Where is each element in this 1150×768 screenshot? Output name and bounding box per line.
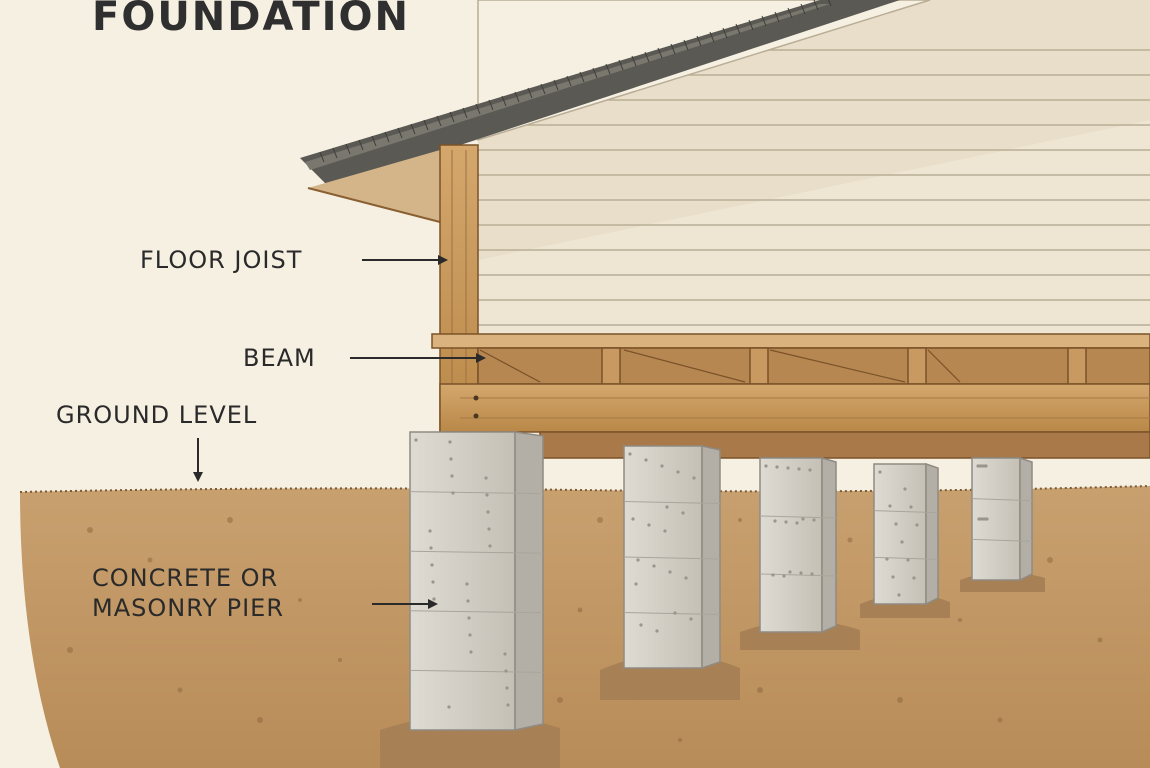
label-floor-joist-text: FLOOR JOIST [140, 246, 303, 274]
label-pier-line-2: MASONRY PIER [92, 594, 285, 622]
label-beam: BEAM [243, 343, 316, 373]
roof [300, 0, 900, 223]
beam [439, 383, 1150, 459]
concrete-piers [409, 431, 1033, 731]
label-ground-level: GROUND LEVEL [56, 400, 257, 430]
label-floor-joist: FLOOR JOIST [140, 245, 302, 275]
diagram-title: FOUNDATION [92, 0, 410, 40]
label-pier-line-1: CONCRETE OR [92, 564, 279, 592]
floor-joist-band [431, 333, 1150, 385]
label-ground-level-text: GROUND LEVEL [56, 401, 258, 429]
label-pier: CONCRETE OR MASONRY PIER [92, 563, 284, 623]
house-wall [477, 0, 1150, 335]
leader-lines [193, 255, 486, 609]
label-beam-text: BEAM [243, 344, 316, 372]
